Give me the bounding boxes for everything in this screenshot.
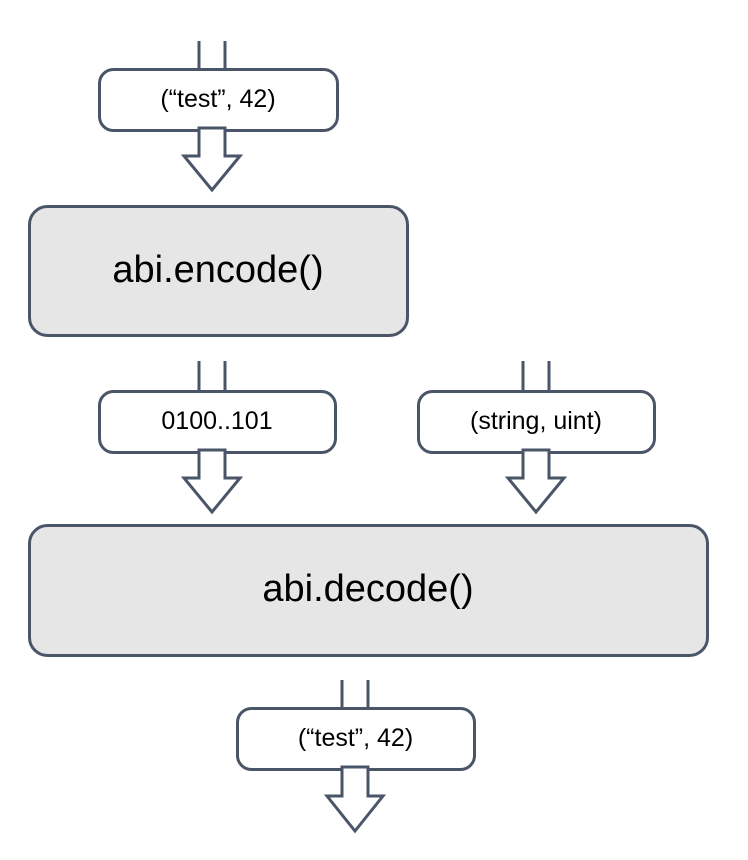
edge-input-to-encode-arrow xyxy=(180,126,244,193)
node-abi-decode[interactable] xyxy=(28,524,709,657)
edge-types-to-decode-arrow xyxy=(504,448,568,515)
node-output-tuple[interactable] xyxy=(236,707,476,771)
node-type-signature[interactable] xyxy=(417,390,656,454)
edge-output-out-arrow xyxy=(323,765,387,834)
edge-types-in-stub xyxy=(521,361,551,396)
node-input-tuple[interactable] xyxy=(98,68,339,132)
edge-in-to-input-stub xyxy=(197,41,227,74)
edge-encode-to-bytes-stub xyxy=(197,361,227,396)
edge-decode-to-output-stub xyxy=(340,680,370,713)
node-abi-encode[interactable] xyxy=(28,205,409,337)
node-encoded-bytes[interactable] xyxy=(98,390,337,454)
edge-bytes-to-decode-arrow xyxy=(180,448,244,515)
